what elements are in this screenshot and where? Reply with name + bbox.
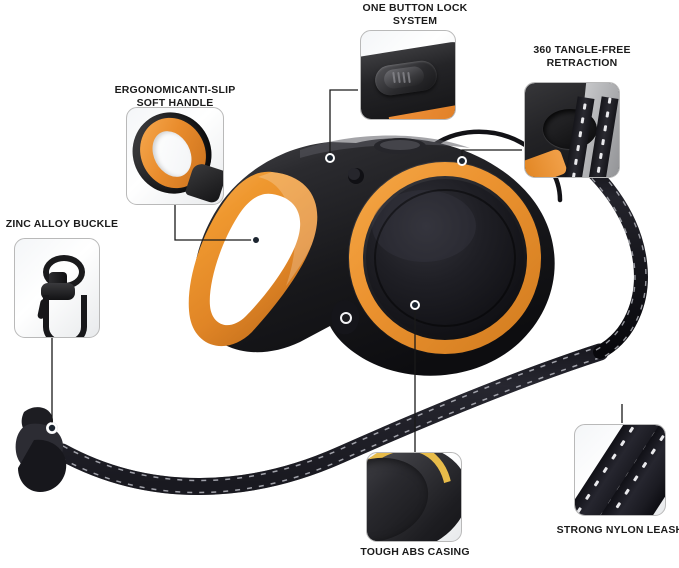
lock-button-thumbnail-art xyxy=(361,31,455,119)
retraction-port-thumbnail-art xyxy=(525,83,619,177)
abs-casing-thumbnail[interactable] xyxy=(366,452,462,542)
label-tangle-free: 360 TANGLE-FREE RETRACTION xyxy=(533,44,631,69)
label-ergonomic-handle: ERGONOMICANTI-SLIP SOFT HANDLE xyxy=(114,84,236,109)
lock-button-thumbnail[interactable] xyxy=(360,30,456,120)
callout-dot-casing xyxy=(410,300,420,310)
retraction-port-thumbnail[interactable] xyxy=(524,82,620,178)
label-nylon-leash: STRONG NYLON LEASH xyxy=(556,524,679,536)
label-one-button-lock: ONE BUTTON LOCK SYSTEM xyxy=(362,2,468,27)
handle-thumbnail-art xyxy=(127,108,223,204)
callout-dot-handle xyxy=(251,235,261,245)
buckle-thumbnail-art xyxy=(15,239,99,337)
nylon-leash-thumbnail[interactable] xyxy=(574,424,666,516)
buckle-thumbnail[interactable] xyxy=(14,238,100,338)
callout-dot-retraction xyxy=(457,156,467,166)
callout-dot-buckle xyxy=(46,422,58,434)
callout-dot-lock xyxy=(325,153,335,163)
label-abs-casing: TOUGH ABS CASING xyxy=(360,546,470,558)
label-zinc-buckle: ZINC ALLOY BUCKLE xyxy=(5,218,119,230)
abs-casing-thumbnail-art xyxy=(367,453,461,541)
nylon-leash-thumbnail-art xyxy=(575,425,665,515)
handle-thumbnail[interactable] xyxy=(126,107,224,205)
